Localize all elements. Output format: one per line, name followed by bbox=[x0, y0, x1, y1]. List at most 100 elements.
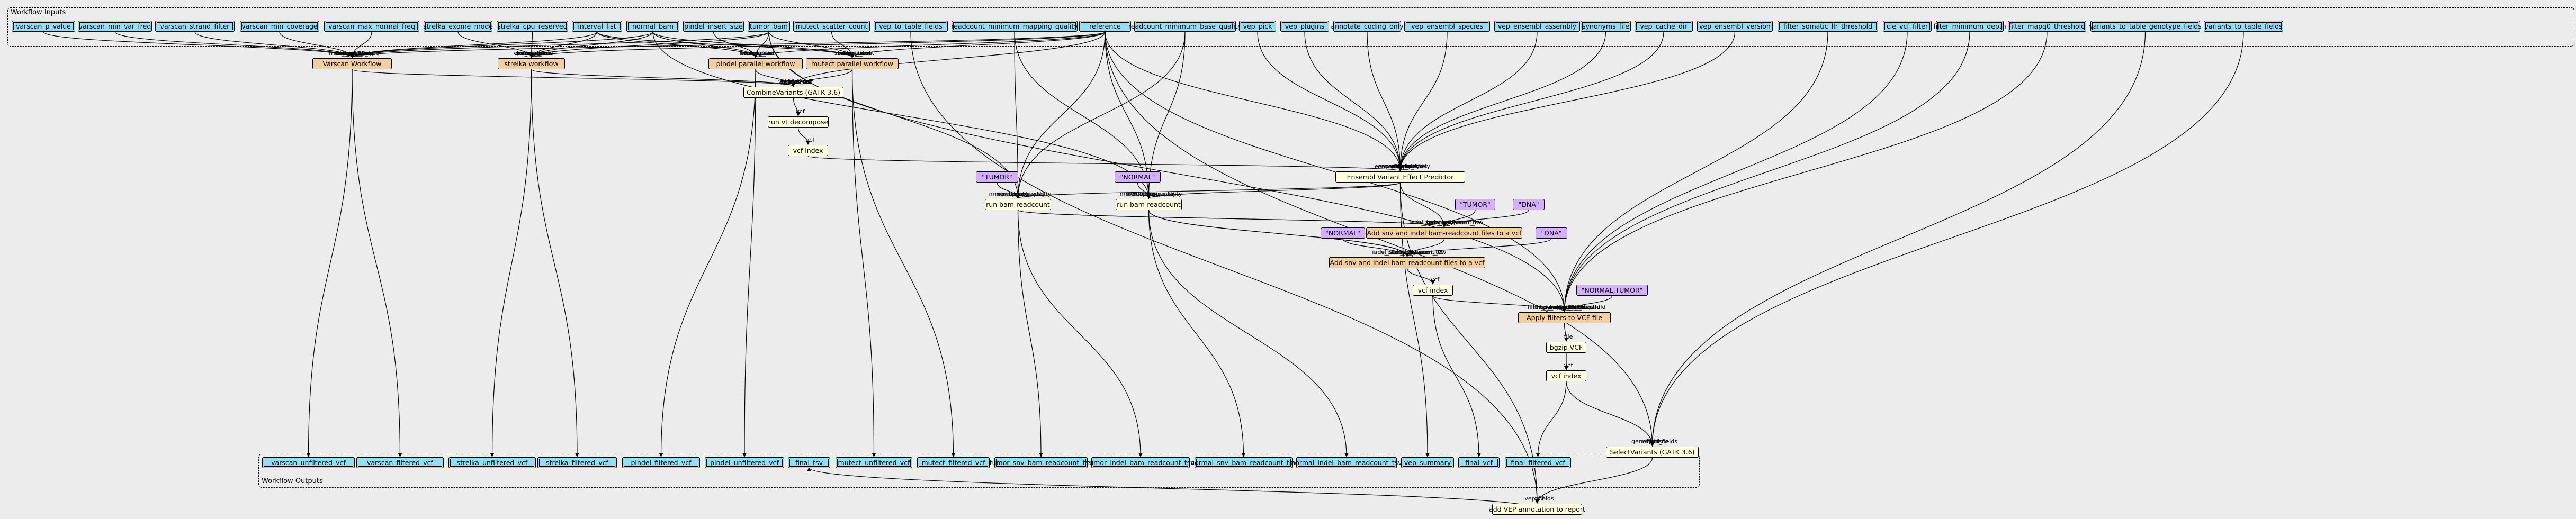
output-strelka-unfiltered-vcf[interactable]: strelka_unfiltered_vcf bbox=[448, 457, 536, 468]
edge-add_rc1-to-add_rc2 bbox=[1405, 238, 1445, 257]
step-rc-tumor[interactable]: run bam-readcount bbox=[985, 199, 1051, 210]
output-normal-indel-bam-readcount-tsv[interactable]: normal_indel_bam_readcount_tsv bbox=[1291, 457, 1402, 468]
step-add-rc2[interactable]: Add snv and indel bam-readcount files to… bbox=[1329, 257, 1485, 268]
input-varscan-max-normal-freq[interactable]: varscan_max_normal_freq bbox=[324, 21, 419, 32]
edge-in_filter_minimum_depth-to-apply_filters bbox=[1562, 31, 1970, 312]
input-annotate-coding-only[interactable]: annotate_coding_only bbox=[1331, 21, 1404, 32]
output-final-filtered-vcf[interactable]: final_filtered_vcf bbox=[1505, 457, 1571, 468]
input-tumor-bam[interactable]: tumor_bam bbox=[748, 21, 790, 32]
edge-label-reference-fasta: reference_fasta bbox=[1128, 190, 1173, 197]
input-vep-pick[interactable]: vep_pick bbox=[1239, 21, 1276, 32]
input-vep-plugins[interactable]: vep_plugins bbox=[1280, 21, 1329, 32]
input-filter-mapq0-threshold[interactable]: filter_mapq0_threshold bbox=[2008, 21, 2086, 32]
output-pindel-filtered-vcf[interactable]: pindel_filtered_vcf bbox=[622, 457, 700, 468]
edge-dna_const1-to-add_rc1 bbox=[1442, 210, 1529, 227]
step-decompose[interactable]: run vt decompose bbox=[768, 116, 829, 128]
step-normal-const2[interactable]: "NORMAL" bbox=[1321, 227, 1365, 239]
edge-in_normal_bam-to-rc_normal bbox=[652, 31, 1151, 199]
output-normal-snv-bam-readcount-tsv[interactable]: normal_snv_bam_readcount_tsv bbox=[1190, 457, 1297, 468]
step-normal-const[interactable]: "NORMAL" bbox=[1115, 171, 1161, 183]
step-select[interactable]: SelectVariants (GATK 3.6) bbox=[1606, 447, 1699, 458]
workflow-inputs-cluster bbox=[7, 7, 2574, 47]
output-vep-summary[interactable]: vep_summary bbox=[1401, 457, 1454, 468]
output-tumor-snv-bam-readcount-tsv[interactable]: tumor_snv_bam_readcount_tsv bbox=[990, 457, 1092, 468]
input-varscan-p-value[interactable]: varscan_p_value bbox=[12, 21, 75, 32]
input-varscan-strand-filter[interactable]: varscan_strand_filter bbox=[155, 21, 235, 32]
output-final-vcf[interactable]: final_vcf bbox=[1458, 457, 1500, 468]
input-vep-ensembl-assembly[interactable]: vep_ensembl_assembly bbox=[1494, 21, 1580, 32]
input-vep-ensembl-version[interactable]: vep_ensembl_version bbox=[1697, 21, 1773, 32]
step-dna-const2[interactable]: "DNA" bbox=[1536, 227, 1567, 239]
input-synonyms-file[interactable]: synonyms_file bbox=[1581, 21, 1631, 32]
step-apply-filters[interactable]: Apply filters to VCF file bbox=[1518, 312, 1611, 323]
input-interval-list[interactable]: interval_list bbox=[572, 21, 622, 32]
input-readcount-minimum-mapping-quality[interactable]: readcount_minimum_mapping_quality bbox=[951, 21, 1078, 32]
step-bgzip[interactable]: bgzip VCF bbox=[1546, 342, 1586, 353]
input-strelka-exome-mode[interactable]: strelka_exome_mode bbox=[423, 21, 493, 32]
edge-label-vcf: vcf bbox=[1016, 190, 1025, 197]
edge-label-bam: bam bbox=[1144, 190, 1157, 197]
input-mutect-scatter-count[interactable]: mutect_scatter_count bbox=[793, 21, 870, 32]
input-filter-somatic-llr-threshold[interactable]: filter_somatic_llr_threshold bbox=[1778, 21, 1878, 32]
step-pindel[interactable]: pindel parallel workflow bbox=[708, 58, 803, 69]
edge-label-pick: pick bbox=[1396, 163, 1408, 170]
edge-in_normal_bam-to-mutect bbox=[652, 31, 855, 58]
input-normal-bam[interactable]: normal_bam bbox=[626, 21, 679, 32]
edge-label-max-normal-freq: max_normal_freq bbox=[329, 50, 379, 57]
step-tumor-const[interactable]: "TUMOR" bbox=[976, 171, 1018, 183]
input-reference[interactable]: reference bbox=[1079, 21, 1131, 32]
output-strelka-filtered-vcf[interactable]: strelka_filtered_vcf bbox=[537, 457, 617, 468]
input-pindel-insert-size[interactable]: pindel_insert_size bbox=[683, 21, 744, 32]
output-varscan-unfiltered-vcf[interactable]: varscan_unfiltered_vcf bbox=[262, 457, 355, 468]
edge-in_vep_ensembl_version-to-vep bbox=[1398, 31, 1736, 171]
step-tumor-const2[interactable]: "TUMOR" bbox=[1455, 199, 1495, 210]
edge-label-ensembl-species: ensembl_species bbox=[1378, 163, 1428, 170]
output-final-tsv[interactable]: final_tsv bbox=[788, 457, 830, 468]
output-varscan-filtered-vcf[interactable]: varscan_filtered_vcf bbox=[356, 457, 444, 468]
output-mutect-filtered-vcf[interactable]: mutect_filtered_vcf bbox=[917, 457, 990, 468]
input-strelka-cpu-reserved[interactable]: strelka_cpu_reserved bbox=[497, 21, 568, 32]
edge-label-tumor-bam: tumor_bam bbox=[517, 50, 550, 57]
edge-in_readcount_minimum_mapping_quality-to-rc_normal bbox=[1014, 31, 1151, 199]
edge-vcf_index1-to-vep bbox=[807, 156, 1402, 171]
input-vep-cache-dir[interactable]: vep_cache_dir bbox=[1635, 21, 1693, 32]
step-rc-normal[interactable]: run bam-readcount bbox=[1116, 199, 1182, 210]
edge-varscan-to-combine bbox=[352, 69, 796, 87]
output-tumor-indel-bam-readcount-tsv[interactable]: tumor_indel_bam_readcount_tsv bbox=[1087, 457, 1195, 468]
step-vcf-index2[interactable]: vcf index bbox=[1413, 285, 1453, 296]
output-mutect-unfiltered-vcf[interactable]: mutect_unfiltered_vcf bbox=[836, 457, 912, 468]
step-dna-const1[interactable]: "DNA" bbox=[1513, 199, 1545, 210]
edge-label-vcf: vcf bbox=[1398, 163, 1407, 170]
input-variants-to-table-genotype-fields[interactable]: variants_to_table_genotype_fields bbox=[2089, 21, 2202, 32]
step-vcf-index1[interactable]: vcf index bbox=[788, 145, 828, 156]
step-strelka[interactable]: strelka workflow bbox=[498, 58, 565, 69]
step-vcf-index3[interactable]: vcf index bbox=[1546, 370, 1586, 381]
edge-in_vep_ensembl_assembly-to-vep bbox=[1398, 31, 1538, 171]
input-varscan-min-var-freq[interactable]: varscan_min_var_freq bbox=[78, 21, 152, 32]
input-cle-vcf-filter[interactable]: cle_vcf_filter bbox=[1883, 21, 1932, 32]
step-nt-const[interactable]: "NORMAL,TUMOR" bbox=[1576, 285, 1648, 296]
step-combine[interactable]: CombineVariants (GATK 3.6) bbox=[743, 87, 843, 98]
input-vep-ensembl-species[interactable]: vep_ensembl_species bbox=[1404, 21, 1490, 32]
input-variants-to-table-fields[interactable]: variants_to_table_fields bbox=[2204, 21, 2283, 32]
edge-normal_const2-to-add_rc2 bbox=[1342, 238, 1410, 257]
edge-rc_normal-to-add_rc2 bbox=[1148, 210, 1410, 257]
edge-label-tumor-bam: tumor_bam bbox=[337, 50, 371, 57]
step-add-rc1[interactable]: Add snv and indel bam-readcount files to… bbox=[1366, 227, 1522, 239]
edge-label-vcf: vcf bbox=[1431, 276, 1440, 283]
edge-label-vcf: vcf bbox=[1442, 219, 1451, 226]
step-mutect[interactable]: mutect parallel workflow bbox=[806, 58, 899, 69]
input-filter-minimum-depth[interactable]: filter_minimum_depth bbox=[1933, 21, 2006, 32]
output-pindel-unfiltered-vcf[interactable]: pindel_unfiltered_vcf bbox=[705, 457, 784, 468]
edge-pindel-to-out_pindel_filtered_vcf bbox=[659, 69, 756, 457]
step-vep[interactable]: Ensembl Variant Effect Predictor bbox=[1335, 171, 1465, 183]
step-add-vep[interactable]: add VEP annotation to report bbox=[1489, 504, 1585, 515]
edge-rc_tumor-to-out_tumor_indel_bam_readcount_tsv bbox=[1017, 210, 1143, 457]
edge-label-genotype-fields: genotype_fields bbox=[1631, 438, 1677, 445]
edge-label-interval-list: interval_list bbox=[337, 50, 371, 57]
edge-label-filter-minimum-depth: filter_minimum_depth bbox=[1534, 304, 1599, 311]
step-varscan[interactable]: Varscan Workflow bbox=[312, 58, 392, 69]
input-varscan-min-coverage[interactable]: varscan_min_coverage bbox=[240, 21, 319, 32]
input-readcount-minimum-base-quality[interactable]: readcount_minimum_base_quality bbox=[1128, 21, 1242, 32]
input-vep-to-table-fields[interactable]: vep_to_table_fields bbox=[874, 21, 948, 32]
